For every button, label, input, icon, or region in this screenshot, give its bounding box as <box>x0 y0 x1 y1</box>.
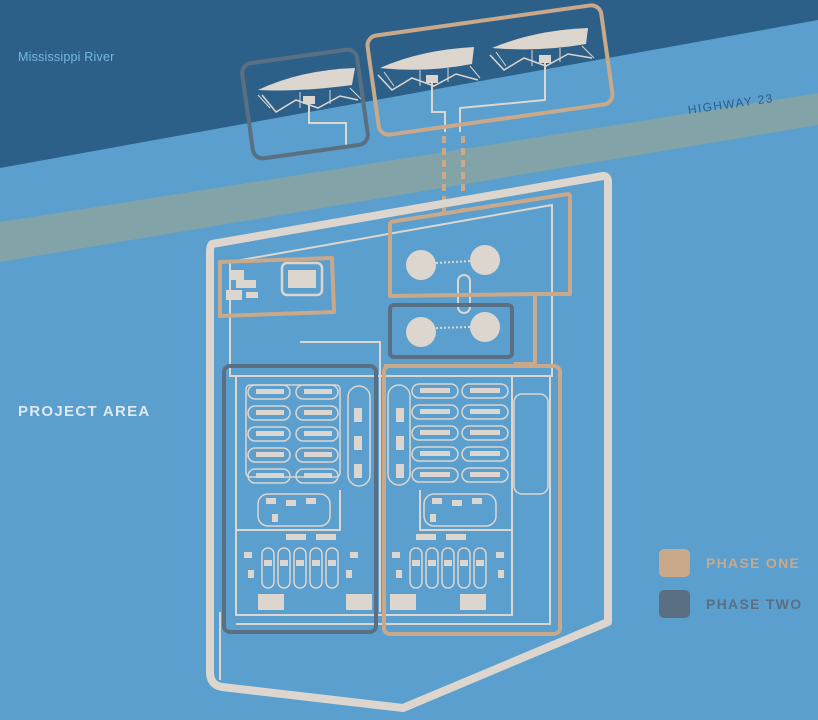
phase-two-dock-outline <box>240 47 370 161</box>
storage-tanks <box>406 245 500 347</box>
storage-tank <box>470 312 500 342</box>
river-label: Mississippi River <box>18 50 115 64</box>
phase-one-admin-outline <box>218 256 336 318</box>
phase-one-dock-outline <box>365 3 615 137</box>
phase-one-swatch <box>659 549 690 577</box>
legend-item-phase-two: PHASE TWO <box>659 590 802 618</box>
phase-two-swatch <box>659 590 690 618</box>
storage-tank <box>470 245 500 275</box>
legend-item-phase-one: PHASE ONE <box>659 549 802 577</box>
ship-berth-2 <box>377 47 481 132</box>
mississippi-river <box>0 0 818 168</box>
phase-two-tank-outline <box>388 303 514 359</box>
phase-one-label: PHASE ONE <box>706 555 801 571</box>
marine-terminal <box>257 28 595 147</box>
right-liquefaction-train <box>387 383 549 610</box>
phase-one-tank-outline <box>389 192 572 366</box>
project-area-label: PROJECT AREA <box>18 403 151 420</box>
storage-tank <box>406 317 436 347</box>
admin-building-block <box>218 256 336 318</box>
phase-two-label: PHASE TWO <box>706 596 803 612</box>
storage-tank <box>406 250 436 280</box>
left-liquefaction-train <box>244 384 372 610</box>
ship-berth-3 <box>459 28 595 132</box>
phase-one-train-outline <box>382 364 562 636</box>
legend: PHASE ONE PHASE TWO <box>659 549 802 631</box>
site-boundary <box>206 172 612 712</box>
phase-two-train-outline <box>222 364 378 634</box>
ship-berth-1 <box>257 68 363 147</box>
highway-23 <box>0 93 818 262</box>
